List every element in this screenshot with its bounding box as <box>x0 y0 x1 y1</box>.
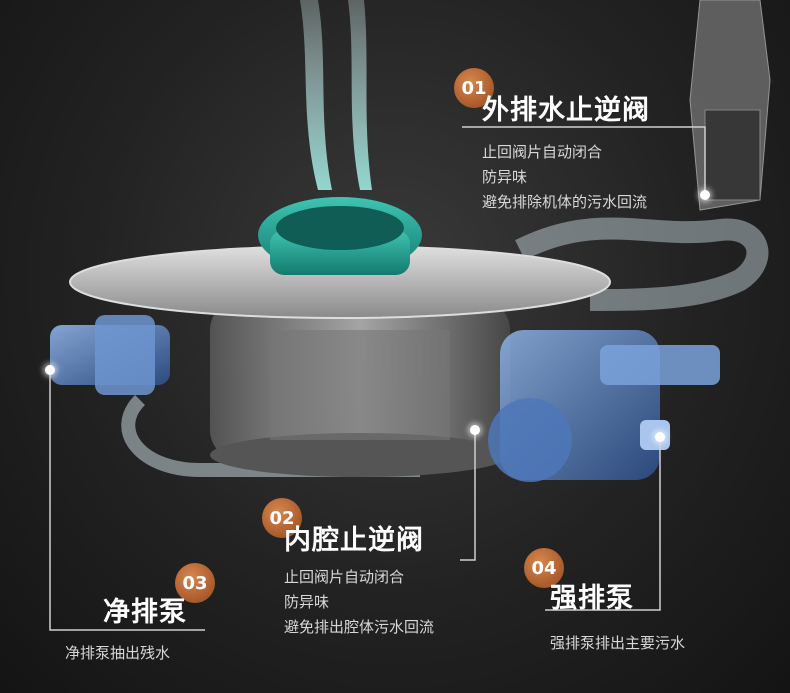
leader-line-03 <box>49 370 205 631</box>
pointer-dot-02 <box>470 425 480 435</box>
callout-02-line: 防异味 <box>284 593 330 611</box>
callout-01-badge: 01 <box>454 68 494 108</box>
callout-04-badge: 04 <box>524 548 564 588</box>
callout-02-description: 止回阀片自动闭合 防异味 避免排出腔体污水回流 <box>284 565 434 640</box>
callout-04-line: 强排泵排出主要污水 <box>550 634 686 652</box>
leader-line-01 <box>462 126 706 195</box>
callout-03-badge: 03 <box>175 563 215 603</box>
disposal-body-icon <box>210 300 510 477</box>
filter-cap-icon <box>258 197 422 275</box>
callout-02-line: 止回阀片自动闭合 <box>284 568 405 586</box>
callout-01-line: 避免排除机体的污水回流 <box>482 193 648 211</box>
pump-left-icon <box>50 315 170 395</box>
pointer-dot-03 <box>45 365 55 375</box>
callout-02-line: 避免排出腔体污水回流 <box>284 618 435 636</box>
drain-hose-icon <box>515 217 769 311</box>
callout-01-title: 外排水止逆阀 <box>482 95 650 126</box>
callout-02-title: 内腔止逆阀 <box>284 525 424 556</box>
pump-right-icon <box>488 330 720 482</box>
callout-02-badge: 02 <box>262 498 302 538</box>
leader-line-02 <box>460 430 476 561</box>
pointer-dot-01 <box>700 190 710 200</box>
pointer-dot-04 <box>655 432 665 442</box>
callout-04-title: 强排泵 <box>550 583 634 614</box>
callout-01-line: 防异味 <box>482 168 528 186</box>
callout-03-description: 净排泵抽出残水 <box>65 641 170 666</box>
outlet-pipe-icon <box>689 0 771 211</box>
callout-01-line: 止回阀片自动闭合 <box>482 143 603 161</box>
callout-03-title: 净排泵 <box>103 597 187 628</box>
leader-line-04 <box>545 437 661 611</box>
callout-01-description: 止回阀片自动闭合 防异味 避免排除机体的污水回流 <box>482 140 647 215</box>
callout-03-line: 净排泵抽出残水 <box>65 644 171 662</box>
callout-04-description: 强排泵排出主要污水 <box>550 631 685 656</box>
water-stream-icon <box>300 0 372 190</box>
